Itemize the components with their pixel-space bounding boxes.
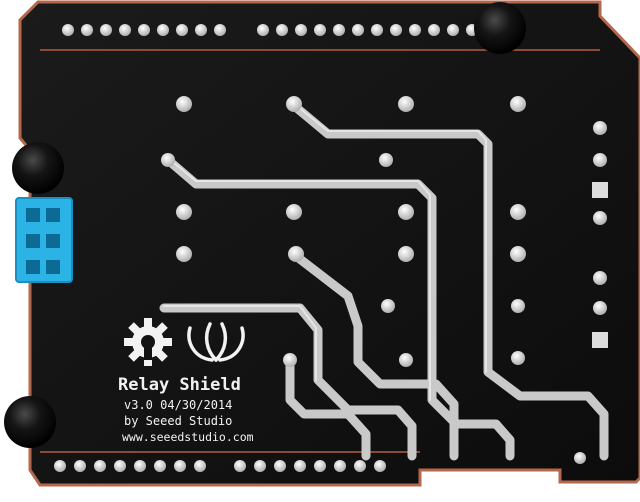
solder-traces	[159, 99, 609, 461]
solder-pads	[161, 96, 607, 464]
version-line: v3.0 04/30/2014	[124, 398, 232, 412]
seeed-leaf-logo-icon	[187, 322, 245, 362]
standoffs	[4, 2, 526, 448]
url-line: www.seeedstudio.com	[122, 430, 254, 444]
bottom-header-pins	[54, 460, 386, 472]
open-source-hardware-gear-icon	[124, 318, 172, 366]
maker-line: by Seeed Studio	[124, 414, 232, 428]
square-pads	[592, 182, 608, 348]
solder-trace-highlights	[163, 101, 487, 401]
grove-connector	[15, 197, 73, 283]
board-name: Relay Shield	[118, 375, 241, 395]
